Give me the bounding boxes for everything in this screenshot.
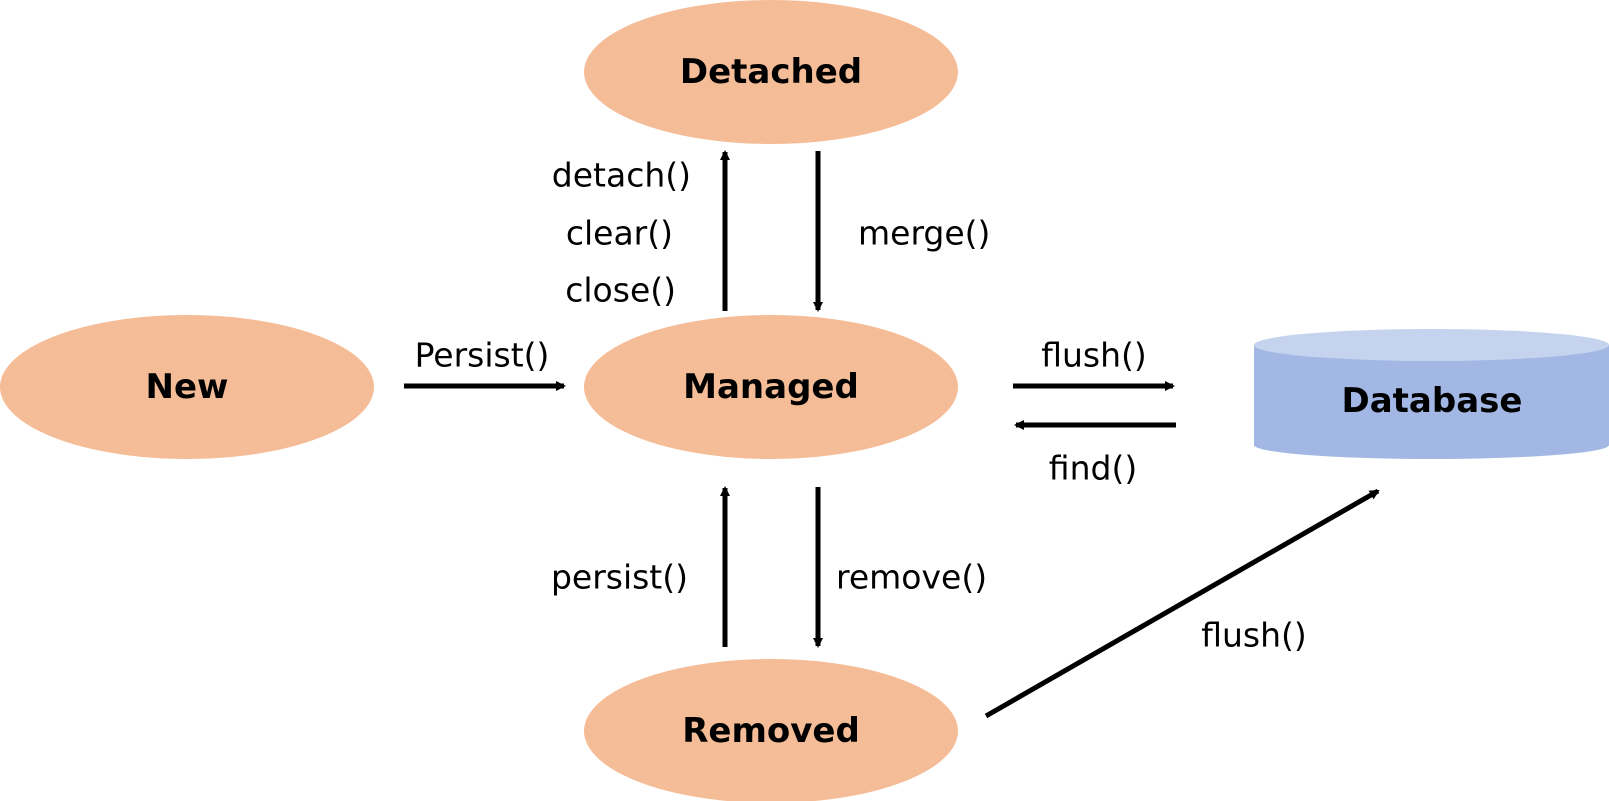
label-removed: Removed — [682, 711, 860, 751]
edge-label-detach: detach() — [552, 156, 691, 195]
edge-label-flush-removed: flush() — [1201, 616, 1307, 655]
edge-label-merge: merge() — [858, 214, 990, 253]
label-detached: Detached — [680, 52, 862, 92]
state-new — [0, 315, 374, 459]
edge-label-close: close() — [565, 271, 676, 310]
edge-label-flush-managed: flush() — [1041, 336, 1147, 375]
edge-label-remove: remove() — [836, 558, 987, 597]
arrow-removed-to-database — [984, 488, 1380, 719]
database-top — [1254, 329, 1609, 361]
database-cylinder — [1254, 329, 1609, 459]
database-bottom — [1254, 431, 1609, 459]
state-removed — [584, 659, 958, 801]
edge-label-persist-removed: persist() — [551, 558, 688, 597]
edge-label-persist-new: Persist() — [415, 336, 550, 375]
label-database: Database — [1342, 381, 1523, 421]
edge-label-find: find() — [1049, 449, 1137, 488]
database-body — [1254, 345, 1609, 445]
edge-label-clear: clear() — [566, 214, 673, 253]
state-managed — [584, 315, 958, 459]
state-detached — [584, 0, 958, 144]
label-new: New — [146, 367, 229, 407]
label-managed: Managed — [683, 367, 859, 407]
